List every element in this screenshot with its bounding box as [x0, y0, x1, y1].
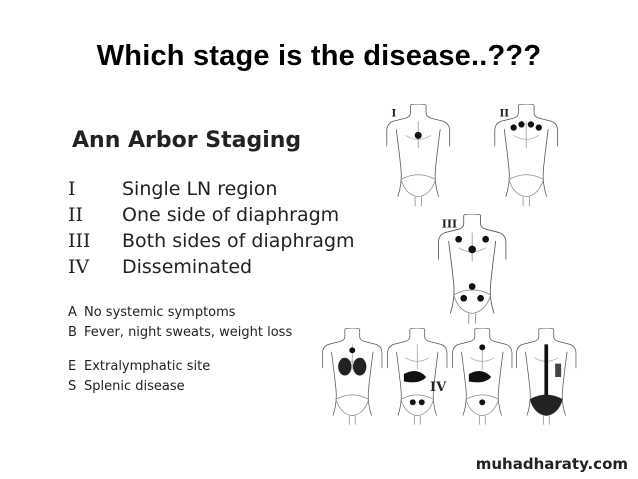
lymph-node-marker	[482, 235, 490, 243]
site-description: Splenic disease	[84, 378, 185, 394]
stage-row: IV Disseminated	[68, 254, 355, 280]
lymph-node-marker	[455, 235, 463, 243]
lymph-node-marker	[510, 124, 517, 131]
stage-numeral: IV	[68, 256, 90, 278]
site-letter: E	[68, 358, 77, 374]
organ-marker	[403, 370, 427, 383]
lymph-node-marker	[349, 347, 356, 354]
site-row: E Extralymphatic site	[68, 356, 210, 376]
stage-numeral: II	[68, 204, 84, 226]
symptom-description: No systemic symptoms	[84, 304, 236, 320]
stage-4-figure-2	[383, 328, 453, 432]
stage-row: I Single LN region	[68, 176, 355, 202]
site-list: E Extralymphatic site S Splenic disease	[68, 356, 210, 396]
lymph-node-marker	[460, 294, 468, 302]
lymph-node-marker	[479, 399, 486, 406]
lymph-node-marker	[409, 399, 416, 406]
stage-description: Disseminated	[122, 256, 253, 278]
site-row: S Splenic disease	[68, 376, 210, 396]
stage-4-figure-3	[448, 328, 518, 432]
symptom-letter: B	[68, 324, 77, 340]
symptom-row: B Fever, night sweats, weight loss	[68, 322, 292, 342]
organ-marker	[338, 357, 352, 376]
staging-heading: Ann Arbor Staging	[72, 128, 302, 153]
stage-3-label: III	[442, 217, 457, 230]
lymph-node-marker	[468, 245, 476, 254]
pelvis-marker	[529, 394, 563, 416]
lymph-node-marker	[535, 124, 542, 131]
stage-list: I Single LN region II One side of diaphr…	[68, 176, 355, 280]
stage-description: Single LN region	[122, 178, 278, 200]
organ-marker	[555, 363, 562, 378]
lymph-node-marker	[479, 344, 486, 351]
symptom-description: Fever, night sweats, weight loss	[84, 324, 293, 340]
stage-row: II One side of diaphragm	[68, 202, 355, 228]
stage-4-label: IV	[430, 380, 447, 395]
symptom-row: A No systemic symptoms	[68, 302, 292, 322]
site-letter: S	[68, 378, 77, 394]
lymph-node-marker	[518, 121, 525, 128]
stage-row: III Both sides of diaphragm	[68, 228, 355, 254]
stage-3-figure: III	[430, 214, 516, 332]
lymph-node-marker	[527, 121, 535, 128]
lymph-node-marker	[418, 399, 425, 406]
organ-marker	[468, 370, 492, 383]
stage-description: Both sides of diaphragm	[122, 230, 355, 252]
stage-1-label: I	[392, 108, 397, 120]
symptom-letter: A	[68, 304, 77, 320]
slide-title: Which stage is the disease..???	[96, 40, 542, 72]
stage-numeral: I	[68, 178, 76, 200]
organ-marker	[353, 357, 367, 376]
stage-numeral: III	[68, 230, 91, 252]
site-description: Extralymphatic site	[84, 358, 211, 374]
stage-2-label: II	[500, 108, 510, 120]
lymph-node-marker	[468, 283, 476, 290]
stage-1-figure: I	[378, 104, 460, 214]
stage-description: One side of diaphragm	[122, 204, 340, 226]
stage-4-figure-4	[512, 328, 582, 432]
lymph-node-marker	[414, 131, 422, 139]
stage-4-label-area: IV	[430, 380, 447, 395]
stage-4-figure-1	[318, 328, 388, 432]
symptom-list: A No systemic symptoms B Fever, night sw…	[68, 302, 292, 342]
lymph-node-marker	[477, 294, 484, 302]
stage-2-figure: II	[486, 104, 568, 214]
watermark: muhadharaty.com	[475, 455, 628, 473]
